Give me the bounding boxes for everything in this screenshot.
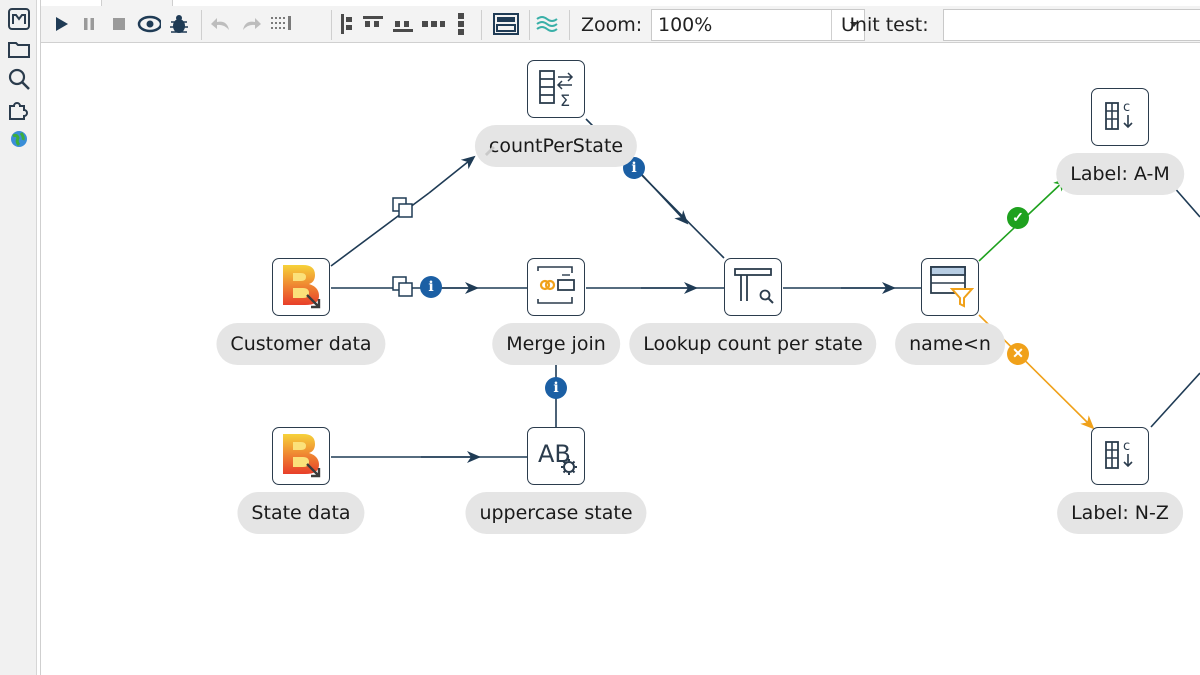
sidebar-divider xyxy=(40,0,41,675)
merge-join-icon xyxy=(532,261,580,313)
step-label-text: Label: A-M xyxy=(1070,163,1170,185)
globe-icon[interactable] xyxy=(6,126,32,152)
step-state[interactable] xyxy=(272,427,330,485)
step-label[interactable]: Customer data xyxy=(216,323,386,365)
filter-rows-icon xyxy=(926,261,975,313)
pencil-icon xyxy=(483,129,497,171)
step-label-text: Merge join xyxy=(506,333,606,355)
step-label[interactable]: Label: N-Z xyxy=(1057,492,1183,534)
input-icon xyxy=(277,261,325,313)
copy-icon[interactable] xyxy=(392,197,414,219)
group-by-icon: Σ xyxy=(532,63,580,115)
info-icon[interactable]: i xyxy=(545,377,567,399)
zoom-label: Zoom: xyxy=(581,14,643,36)
string-operations-icon: AB xyxy=(532,430,580,482)
step-label[interactable]: State data xyxy=(237,492,365,534)
copy-icon[interactable] xyxy=(392,276,414,298)
pipeline-canvas[interactable]: i i i ✓ ✕ Σ c c xyxy=(41,43,1200,675)
stream-lookup-icon xyxy=(729,261,777,313)
step-label-text: State data xyxy=(251,502,351,524)
step-label[interactable]: Label: A-M xyxy=(1056,153,1184,195)
step-label-text: Lookup count per state xyxy=(643,333,863,355)
plugin-icon[interactable] xyxy=(6,96,32,122)
step-upper[interactable]: AB xyxy=(527,427,585,485)
step-label-text: uppercase state xyxy=(479,502,633,524)
step-lookup[interactable] xyxy=(724,258,782,316)
input-icon xyxy=(277,430,325,482)
left-sidebar xyxy=(0,0,37,675)
step-label[interactable]: uppercase state xyxy=(465,492,647,534)
redo-icon[interactable] xyxy=(239,12,263,36)
svg-text:c: c xyxy=(1123,100,1130,115)
svg-text:Σ: Σ xyxy=(560,91,570,110)
distribute-vertical-icon[interactable] xyxy=(449,12,473,36)
align-grid-icon[interactable] xyxy=(269,12,293,36)
step-filter[interactable] xyxy=(921,258,979,316)
zoom-value: 100% xyxy=(658,14,713,36)
step-label[interactable]: countPerState xyxy=(474,125,638,167)
step-label-text: Label: N-Z xyxy=(1071,502,1169,524)
step-count[interactable]: Σ xyxy=(527,60,585,118)
step-label[interactable]: Merge join xyxy=(492,323,620,365)
step-label-text: name<n xyxy=(909,333,991,355)
folder-icon[interactable] xyxy=(6,36,32,62)
search-icon[interactable] xyxy=(6,66,32,92)
run-icon[interactable] xyxy=(49,12,73,36)
step-labelNZ[interactable]: c xyxy=(1091,427,1149,485)
stop-icon[interactable] xyxy=(107,12,131,36)
step-customer[interactable] xyxy=(272,258,330,316)
true-icon[interactable]: ✓ xyxy=(1007,207,1029,229)
align-bottom-icon[interactable] xyxy=(391,12,415,36)
hop-customer-count xyxy=(330,192,430,267)
add-constant-icon: c xyxy=(1096,91,1144,143)
impact-icon[interactable] xyxy=(535,12,559,36)
unit-test-select[interactable] xyxy=(943,9,1200,41)
step-label[interactable]: name<n xyxy=(895,323,1005,365)
svg-text:c: c xyxy=(1123,439,1130,454)
align-top-icon[interactable] xyxy=(361,12,385,36)
pause-icon[interactable] xyxy=(77,12,101,36)
align-left-icon[interactable] xyxy=(337,12,361,36)
debug-icon[interactable] xyxy=(167,12,191,36)
step-label-text: countPerState xyxy=(488,135,624,157)
unit-test-label: Unit test: xyxy=(841,14,929,36)
info-icon[interactable]: i xyxy=(420,276,442,298)
step-labelAM[interactable]: c xyxy=(1091,88,1149,146)
false-icon[interactable]: ✕ xyxy=(1007,343,1029,365)
metadata-icon[interactable] xyxy=(6,6,32,32)
preview-icon[interactable] xyxy=(137,12,161,36)
zoom-select[interactable]: 100% xyxy=(651,9,865,41)
step-merge[interactable] xyxy=(527,258,585,316)
step-label-text: Customer data xyxy=(230,333,372,355)
undo-icon[interactable] xyxy=(209,12,233,36)
toolbar: Zoom: 100% Unit test: xyxy=(41,6,1200,43)
layout-icon[interactable] xyxy=(491,12,521,36)
chevron-down-icon[interactable] xyxy=(850,22,858,27)
distribute-horizontal-icon[interactable] xyxy=(421,12,445,36)
step-label[interactable]: Lookup count per state xyxy=(629,323,877,365)
add-constant-icon: c xyxy=(1096,430,1144,482)
